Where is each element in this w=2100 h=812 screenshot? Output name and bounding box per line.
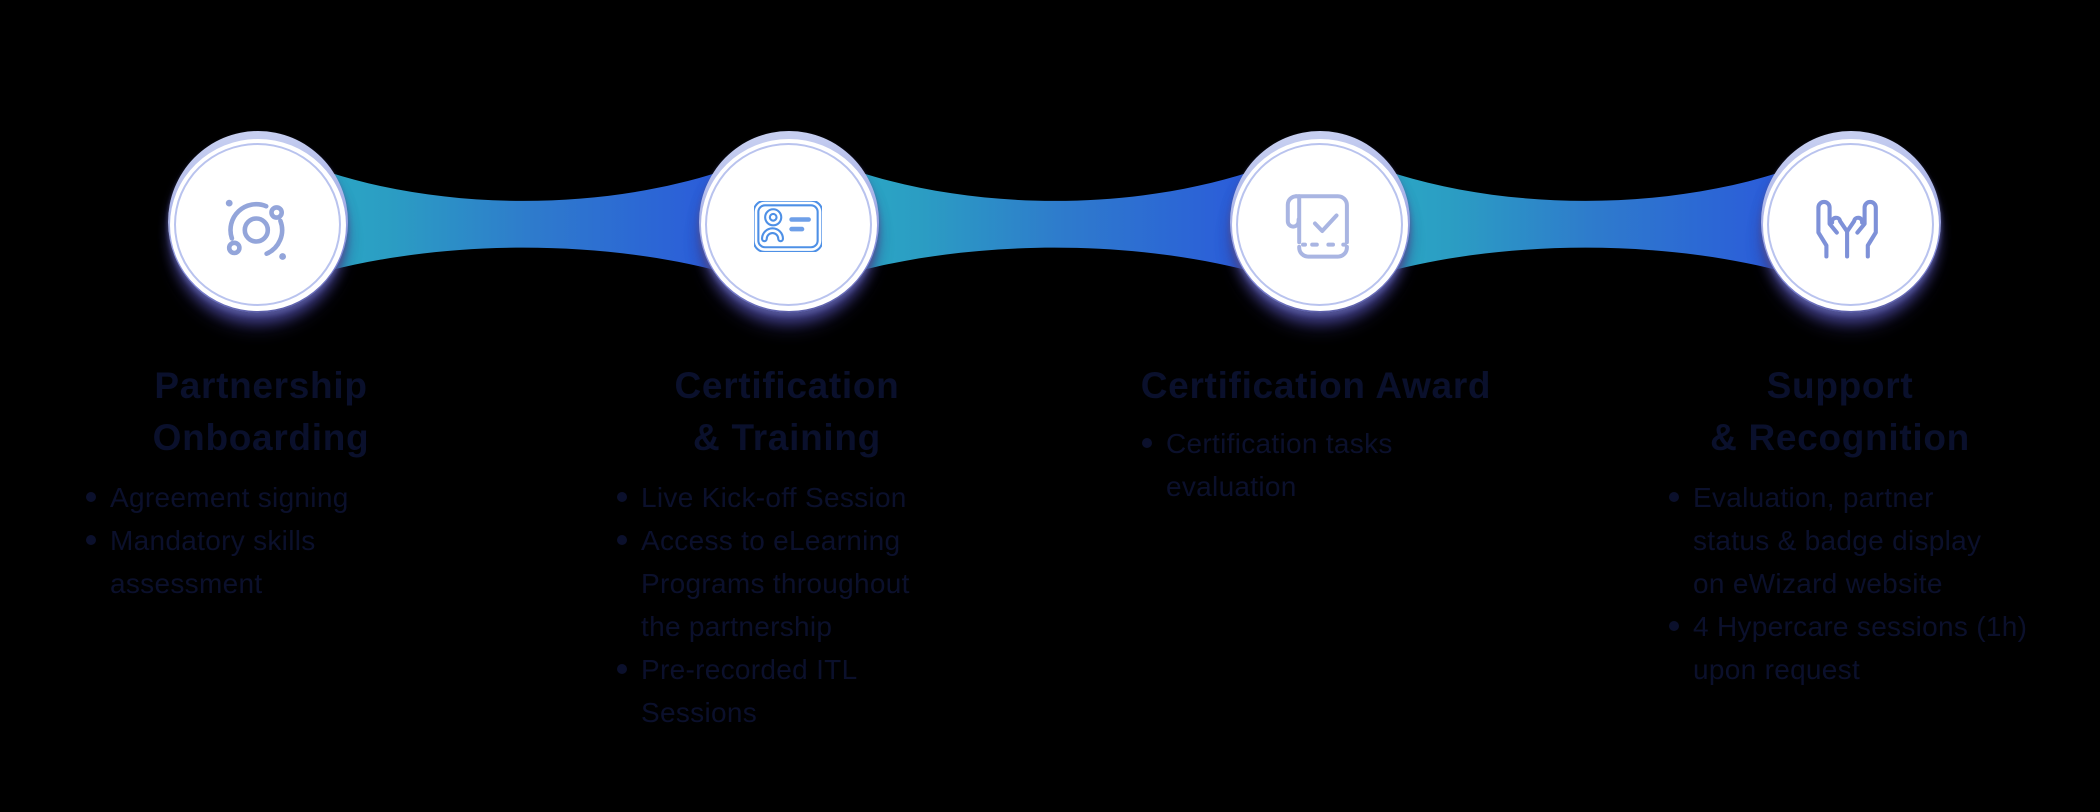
node-inner-ring [705,142,872,306]
list-item: Access to eLearning Programs throughout … [617,519,910,648]
certificate-icon [1228,135,1408,317]
step-node-support-recognition [1761,131,1941,313]
bullet-dot [617,492,627,502]
list-item: Mandatory skills assessment [86,519,349,605]
node-inner-ring [1236,142,1403,306]
step-bullets-certification-award: Certification tasks evaluation [1142,422,1393,508]
ribbon-segment-1 [328,172,719,271]
bullet-dot [617,664,627,674]
ribbon-segment-3 [1390,172,1781,271]
hands-icon [1756,135,1936,317]
node-inner-ring [1767,142,1934,306]
orbit-icon [167,136,347,318]
step-node-partnership-onboarding [168,131,348,313]
list-item: Pre-recorded ITL Sessions [617,648,910,734]
bullet-dot [86,492,96,502]
bullet-dot [86,535,96,545]
step-node-certification-training [699,131,879,313]
step-title-partnership-onboarding: Partnership Onboarding [152,365,370,458]
step-node-certification-award [1230,131,1410,313]
list-item: Live Kick-off Session [617,476,910,519]
step-bullets-certification-training: Live Kick-off Session Access to eLearnin… [617,476,910,734]
step-title-certification-training: Certification & Training [674,365,900,458]
bullet-dot [1669,621,1679,631]
bullet-dot [1669,492,1679,502]
step-title-support-recognition: Support & Recognition [1710,365,1970,458]
list-item: Agreement signing [86,476,349,519]
id-card-icon [698,135,878,317]
ribbon-segment-2 [859,172,1250,271]
bullet-dot [1142,438,1152,448]
step-bullets-support-recognition: Evaluation, partner status & badge displ… [1669,476,2027,691]
step-bullets-partnership-onboarding: Agreement signing Mandatory skills asses… [86,476,349,605]
step-title-certification-award: Certification Award [1140,365,1492,406]
list-item: Certification tasks evaluation [1142,422,1393,508]
list-item: Evaluation, partner status & badge displ… [1669,476,2027,605]
node-inner-ring [174,142,341,306]
bullet-dot [617,535,627,545]
list-item: 4 Hypercare sessions (1h) upon request [1669,605,2027,691]
